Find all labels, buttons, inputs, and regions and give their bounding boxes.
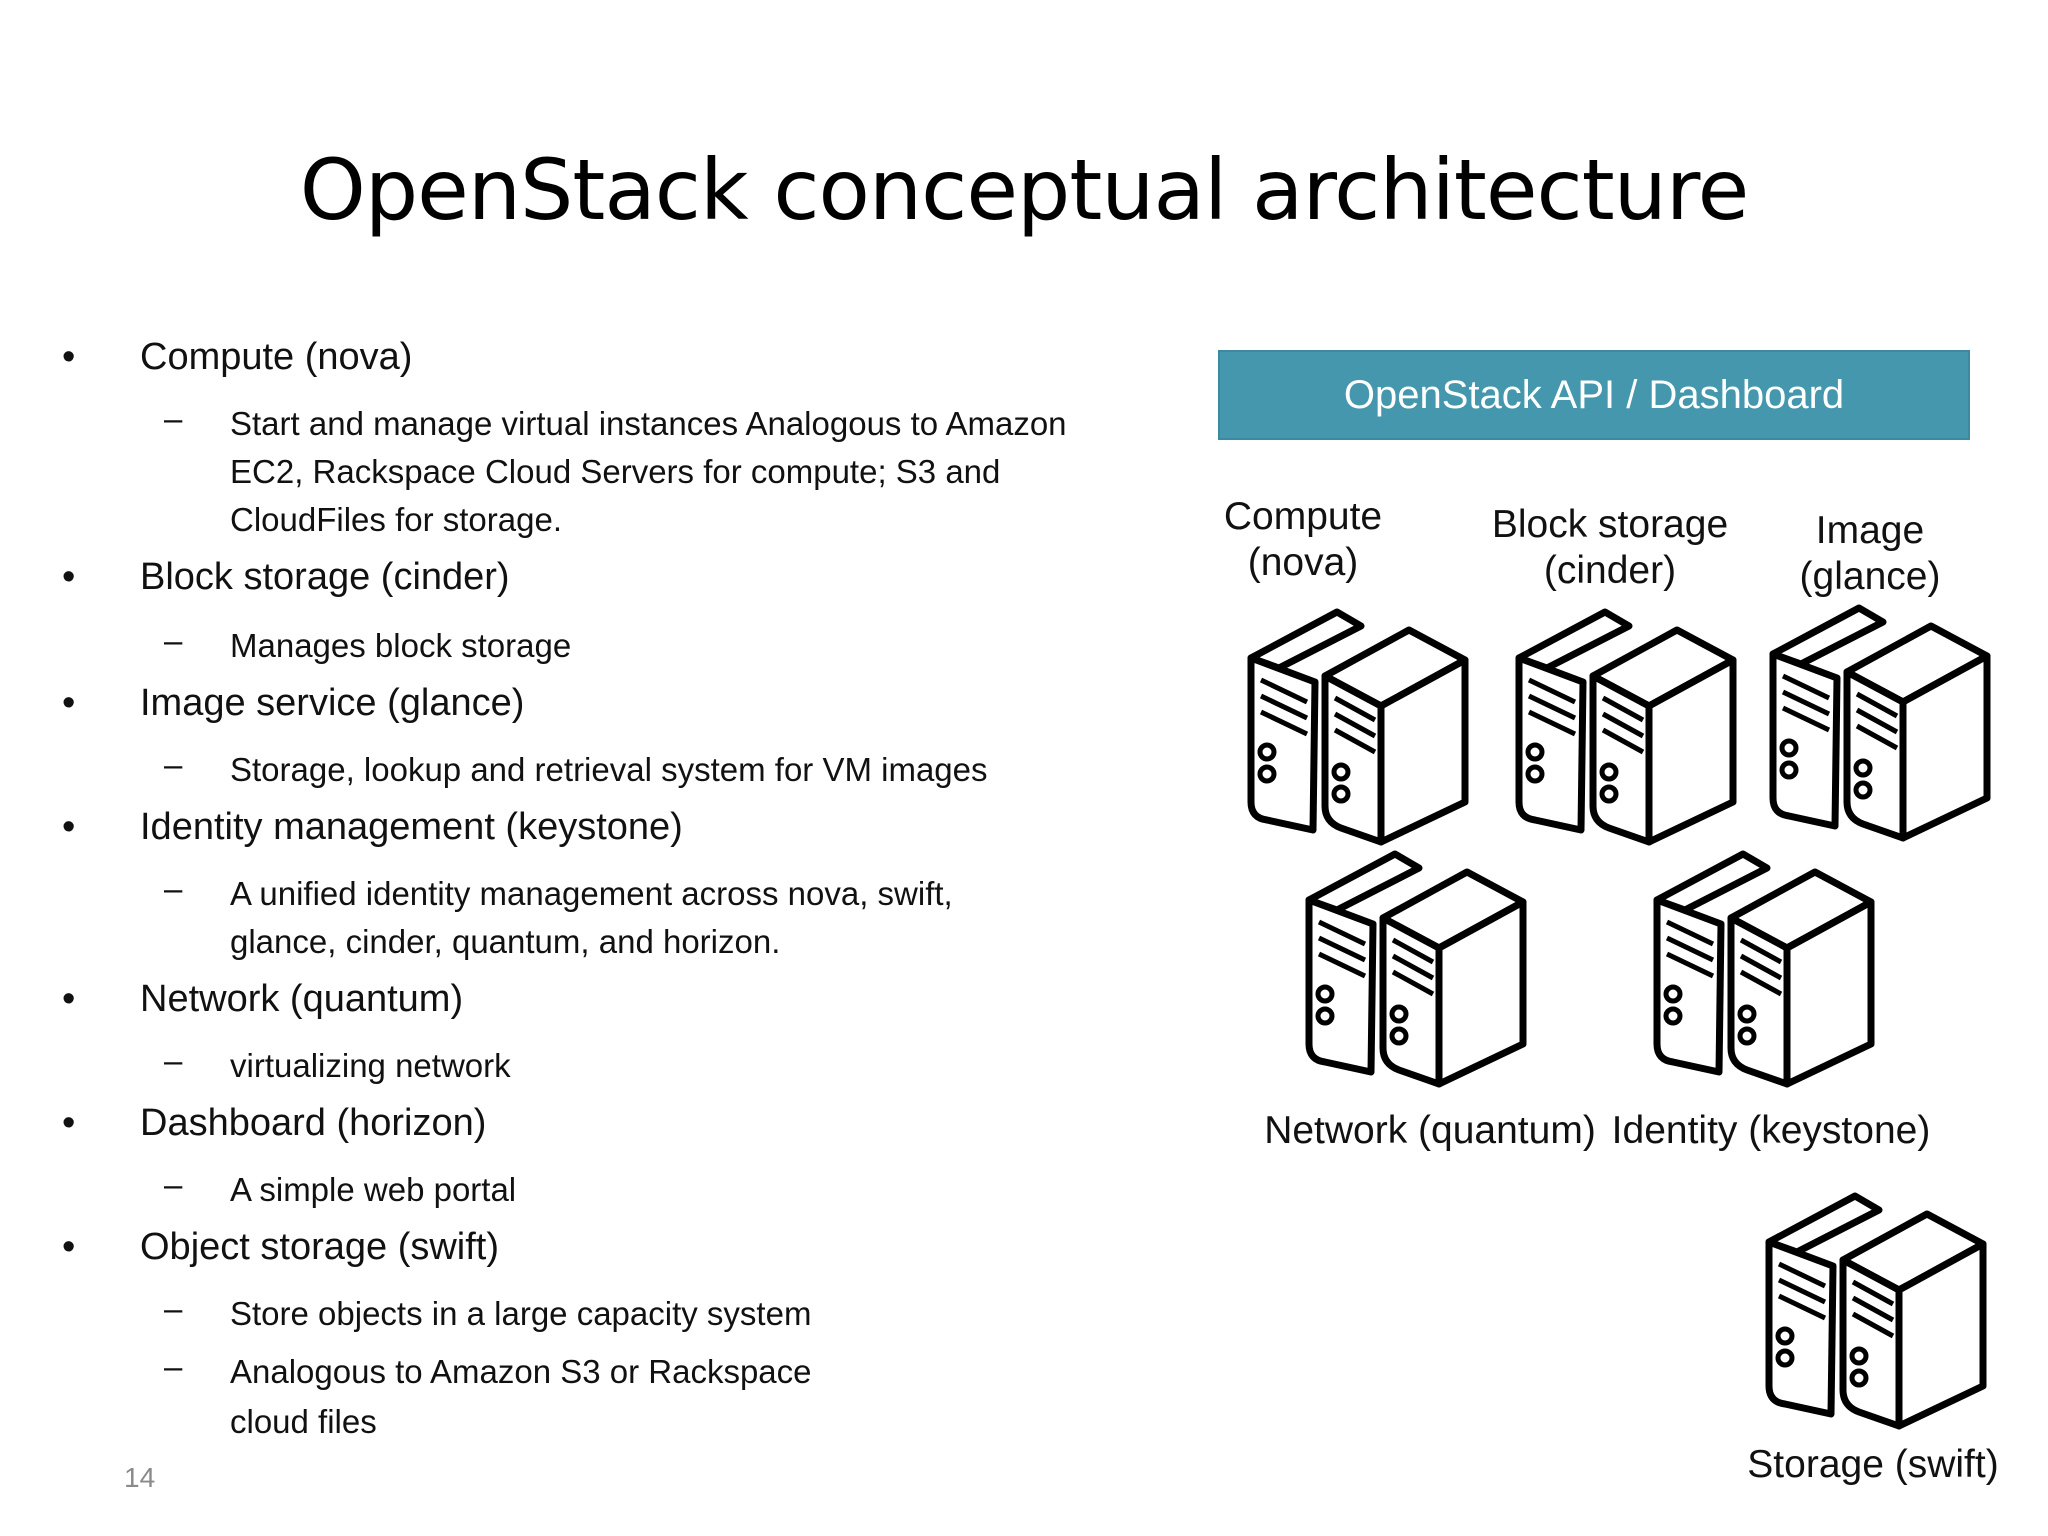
bullet-marker: • <box>62 336 76 378</box>
service-label-network: Network (quantum) <box>1264 1109 1596 1152</box>
sub-text: Store objects in a large capacity system <box>230 1295 812 1332</box>
bullet-label: Object storage (swift) <box>140 1226 499 1268</box>
server-icon <box>1244 606 1474 846</box>
bullet-marker: • <box>62 556 76 598</box>
label-line: Compute <box>1223 495 1383 538</box>
bullet-label: Compute (nova) <box>140 336 413 378</box>
bullet-label: Network (quantum) <box>140 978 464 1020</box>
bullet-marker: • <box>62 1102 76 1144</box>
bullet-marker: • <box>62 806 76 848</box>
server-icon <box>1302 848 1532 1088</box>
sub-text: EC2, Rackspace Cloud Servers for compute… <box>230 453 1001 490</box>
dash-marker: – <box>164 746 183 783</box>
sub-text: virtualizing network <box>230 1047 511 1084</box>
label-line: (glance) <box>1799 555 1941 598</box>
label-line: (cinder) <box>1543 549 1677 592</box>
slide-title: OpenStack conceptual architecture <box>299 141 1750 239</box>
server-icon <box>1650 848 1880 1088</box>
label-line: Block storage <box>1491 503 1729 546</box>
bullet-marker: • <box>62 1226 76 1268</box>
label-line: Image <box>1815 509 1925 552</box>
server-icon <box>1766 602 1996 842</box>
bullet-label: Block storage (cinder) <box>140 556 510 598</box>
api-dashboard-bar: OpenStack API / Dashboard <box>1218 350 1970 440</box>
server-icon <box>1762 1190 1992 1430</box>
service-label-identity: Identity (keystone) <box>1611 1109 1931 1152</box>
sub-text: A simple web portal <box>230 1171 517 1208</box>
bullet-label: Dashboard (horizon) <box>140 1102 487 1144</box>
service-label-image: Image (glance) <box>1770 508 1970 600</box>
service-label-block-storage: Block storage (cinder) <box>1470 502 1750 594</box>
bullet-label: Image service (glance) <box>140 682 525 724</box>
dash-marker: – <box>164 400 183 437</box>
service-label-compute: Compute (nova) <box>1208 494 1398 586</box>
sub-text: CloudFiles for storage. <box>230 501 562 538</box>
page-number: 14 <box>124 1462 156 1493</box>
dash-marker: – <box>164 1042 183 1079</box>
label-line: (nova) <box>1247 541 1359 584</box>
sub-text: Start and manage virtual instances Analo… <box>230 405 1067 442</box>
dash-marker: – <box>164 870 183 907</box>
sub-text: cloud files <box>230 1403 377 1440</box>
bullet-label: Identity management (keystone) <box>140 806 683 848</box>
dash-marker: – <box>164 1348 183 1385</box>
sub-text: A unified identity management across nov… <box>230 875 953 912</box>
sub-text: Storage, lookup and retrieval system for… <box>230 751 988 788</box>
bullet-marker: • <box>62 682 76 724</box>
sub-text: glance, cinder, quantum, and horizon. <box>230 923 781 960</box>
sub-text: Analogous to Amazon S3 or Rackspace <box>230 1353 812 1390</box>
dash-marker: – <box>164 1290 183 1327</box>
bullet-marker: • <box>62 978 76 1020</box>
dash-marker: – <box>164 1166 183 1203</box>
service-label-storage: Storage (swift) <box>1747 1443 1999 1486</box>
server-icon <box>1512 606 1742 846</box>
sub-text: Manages block storage <box>230 627 572 664</box>
dash-marker: – <box>164 622 183 659</box>
